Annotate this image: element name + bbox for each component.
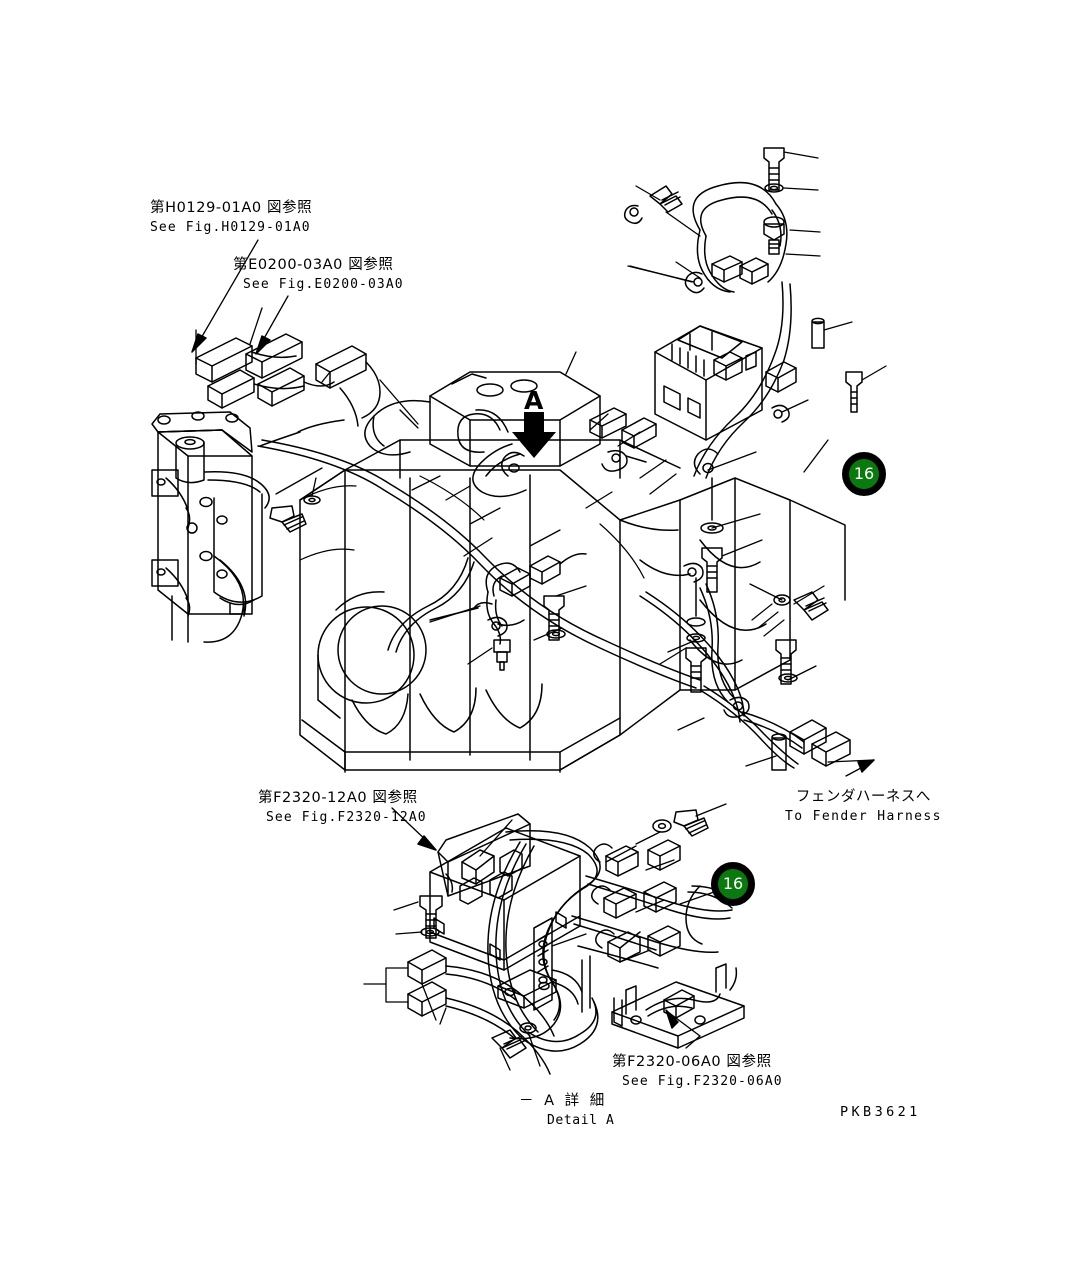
reference-en-label: See Fig.F2320-12A0 [266, 809, 427, 825]
reference-jp-label: 第H0129-01A0 図参照 [150, 200, 313, 216]
reference-en-label: See Fig.H0129-01A0 [150, 219, 311, 235]
reference-callout-h0129-01a0: 第H0129-01A0 図参照 See Fig.H0129-01A0 [150, 198, 312, 237]
reference-jp-label: 第E0200-03A0 図参照 [233, 257, 394, 273]
detail-en-label: Detail A [547, 1112, 615, 1128]
reference-callout-f2320-06a0: 第F2320-06A0 図参照 See Fig.F2320-06A0 [612, 1052, 783, 1091]
reference-jp-label: 第F2320-12A0 図参照 [258, 790, 418, 806]
reference-en-label: See Fig.F2320-06A0 [622, 1073, 783, 1089]
reference-en-label: See Fig.E0200-03A0 [243, 276, 404, 292]
detail-a-title: － A 詳 細 Detail A [519, 1091, 614, 1130]
drawing-code-label: PKB3621 [840, 1104, 921, 1120]
detail-jp-label: － A 詳 細 [519, 1093, 608, 1109]
fender-jp-label: フェンダハーネスへ [795, 789, 931, 805]
part-callout-badge-16-main[interactable]: 16 [842, 452, 886, 496]
section-letter-a: A [524, 386, 544, 415]
to-fender-harness-callout: フェンダハーネスへ To Fender Harness [785, 787, 942, 826]
reference-callout-e0200-03a0: 第E0200-03A0 図参照 See Fig.E0200-03A0 [233, 255, 404, 294]
drawing-code: PKB3621 [840, 1103, 921, 1122]
reference-callout-f2320-12a0: 第F2320-12A0 図参照 See Fig.F2320-12A0 [258, 788, 427, 827]
part-callout-badge-16-detail[interactable]: 16 [711, 862, 755, 906]
fender-en-label: To Fender Harness [785, 808, 942, 824]
reference-jp-label: 第F2320-06A0 図参照 [612, 1054, 772, 1070]
